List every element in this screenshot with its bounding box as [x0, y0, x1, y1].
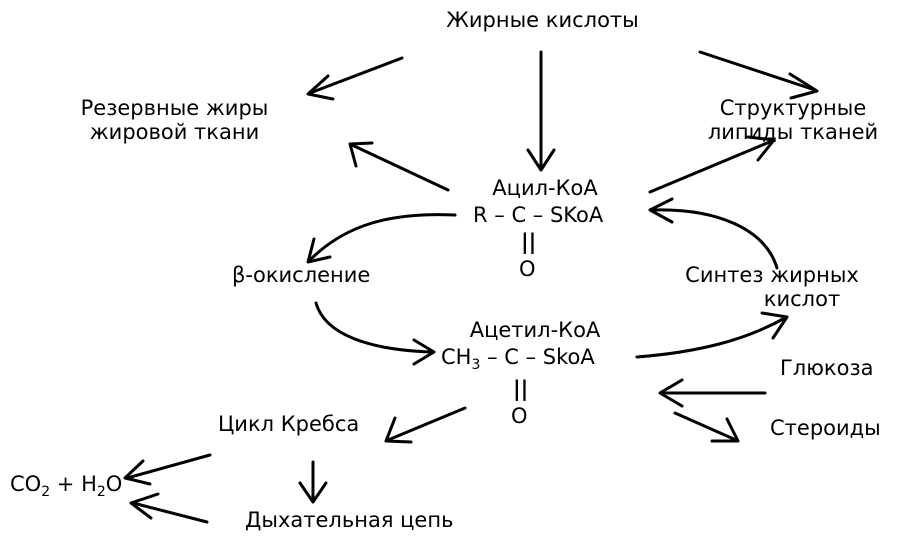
fa-synthesis-line-2: кислот — [763, 287, 841, 312]
acetyl-coa-formula-subscript: 3 — [471, 357, 481, 374]
acetyl-coa-formula: CH3 – C – SkoA — [441, 345, 595, 373]
arrow-acyl-coa-to-structural-lipids — [648, 135, 776, 194]
structural-lipids-line-2: липиды тканей — [707, 120, 879, 145]
reserve-fats-line-2: жировой ткани — [89, 120, 260, 145]
reserve-fats-line-1: Резервные жиры — [80, 96, 269, 120]
arrow-respiratory-chain-to-co2-h2o — [129, 492, 209, 524]
acetyl-coa-double-bond: || — [513, 377, 529, 401]
arrow-fatty-acids-to-structural-lipids — [698, 50, 819, 100]
arrow-acyl-coa-to-beta-oxidation — [306, 213, 457, 264]
fa-synthesis-label: Синтез жирных кислот — [672, 263, 872, 311]
arrow-beta-oxidation-to-acetyl-coa — [314, 301, 436, 366]
structural-lipids-label: Структурные липиды тканей — [698, 96, 888, 144]
acyl-coa-double-bond: || — [521, 230, 537, 254]
co2-h2o-co: CO — [10, 472, 42, 496]
acyl-coa-oxygen: O — [519, 257, 536, 281]
arrow-glucose-to-acetyl-coa — [658, 378, 767, 408]
structural-lipids-line-1: Структурные — [719, 96, 867, 120]
arrow-fatty-acids-to-acyl-coa — [526, 50, 556, 172]
co2-h2o-o: O — [105, 472, 123, 496]
reserve-fats-label: Резервные жиры жировой ткани — [62, 96, 287, 144]
fa-synthesis-line-1: Синтез жирных — [685, 263, 859, 287]
co2-h2o-subscript-1: 2 — [41, 484, 51, 501]
arrow-krebs-to-co2-h2o — [123, 453, 212, 486]
acetyl-coa-oxygen: O — [511, 404, 528, 428]
acyl-coa-name: Ацил-КоА — [492, 176, 598, 200]
arrow-acetyl-coa-to-krebs — [384, 406, 467, 444]
krebs-cycle-label: Цикл Кребса — [218, 412, 360, 436]
co2-h2o-plus-h: + H — [50, 472, 97, 496]
acyl-coa-formula: R – C – SKoA — [473, 203, 604, 227]
acetyl-coa-formula-ch: CH — [441, 345, 472, 369]
co2-h2o-subscript-2: 2 — [96, 484, 106, 501]
arrow-acetyl-coa-to-steroids — [673, 411, 740, 443]
respiratory-chain-label: Дыхательная цепь — [245, 508, 454, 532]
arrow-acetyl-coa-to-fa-synthesis — [635, 311, 789, 359]
co2-h2o-label: CO2 + H2O — [10, 472, 122, 500]
beta-oxidation-label: β-окисление — [232, 263, 371, 287]
steroids-label: Стероиды — [770, 416, 881, 440]
acetyl-coa-name: Ацетил-КоА — [469, 318, 601, 342]
acetyl-coa-formula-rest: – C – SkoA — [480, 345, 595, 369]
arrow-acyl-coa-to-reserve-fats — [348, 141, 450, 192]
arrow-fatty-acids-to-reserve-fats — [306, 56, 404, 101]
glucose-label: Глюкоза — [780, 356, 874, 380]
arrow-krebs-to-respiratory-chain — [298, 460, 328, 504]
fatty-acids-label: Жирные кислоты — [446, 8, 639, 32]
arrow-fa-synthesis-to-acyl-coa — [648, 197, 779, 270]
